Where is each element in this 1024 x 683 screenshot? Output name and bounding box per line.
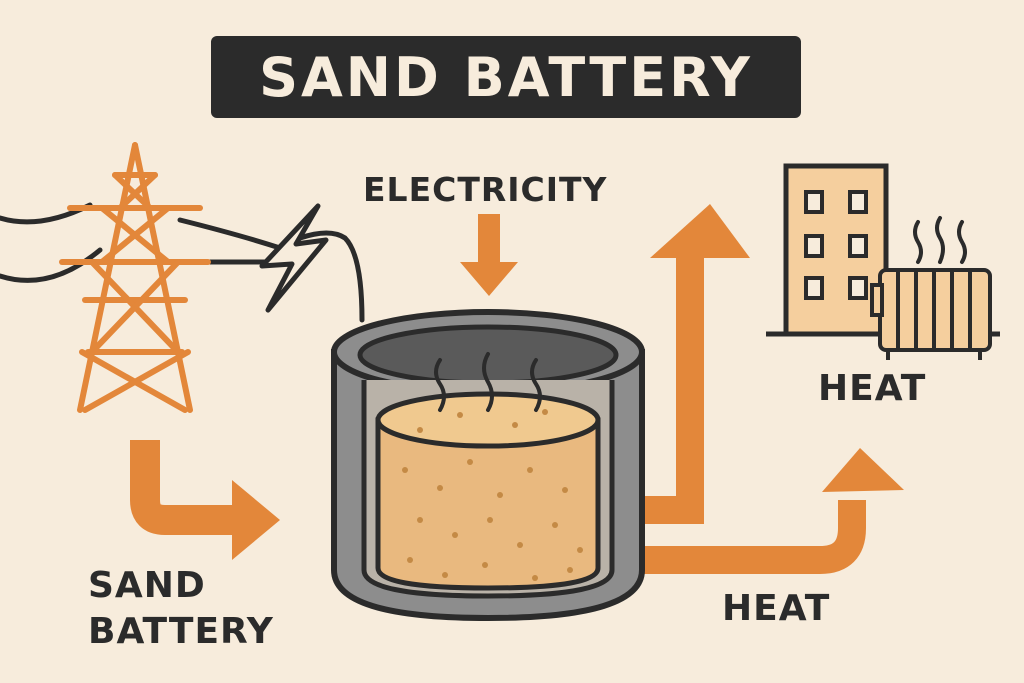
sand-label-line2: BATTERY bbox=[88, 611, 274, 652]
sand-label-line1: SAND bbox=[88, 565, 206, 606]
electricity-label: ELECTRICITY bbox=[363, 170, 608, 209]
title-banner: SAND BATTERY bbox=[211, 36, 801, 118]
input-arrow bbox=[130, 440, 280, 560]
steam-icon bbox=[434, 352, 542, 412]
heat-label-bottom: HEAT bbox=[722, 588, 831, 629]
radiator-steam-icon bbox=[913, 216, 967, 264]
heat-arrow-up bbox=[640, 204, 750, 524]
sand-grains bbox=[402, 409, 583, 581]
sand-battery-label: SAND BATTERY bbox=[88, 563, 274, 655]
radiator-icon bbox=[870, 268, 992, 360]
heat-label-top: HEAT bbox=[818, 368, 927, 409]
page-title: SAND BATTERY bbox=[259, 45, 753, 109]
electric-wire bbox=[297, 230, 365, 323]
power-pylon-icon bbox=[59, 142, 211, 413]
sand-tank bbox=[331, 309, 645, 622]
lightning-bolt-icon bbox=[259, 203, 329, 313]
heat-arrow-right bbox=[640, 448, 904, 574]
electricity-arrow bbox=[460, 214, 518, 296]
